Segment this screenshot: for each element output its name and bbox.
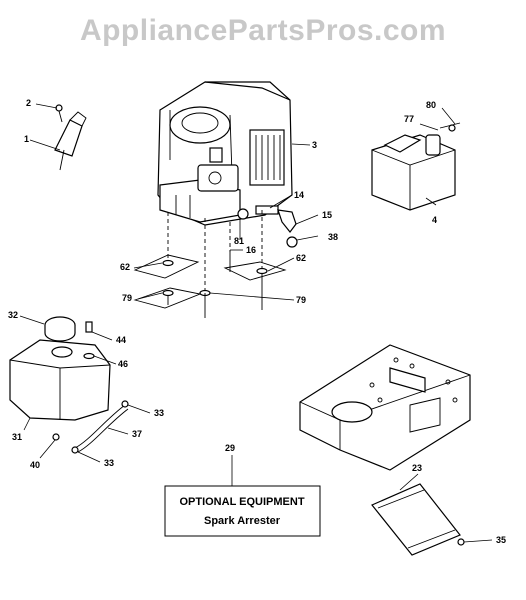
callout-23: 23 (412, 463, 422, 473)
callout-14: 14 (294, 190, 304, 200)
callout-40: 40 (30, 460, 40, 470)
callout-62-left: 62 (120, 262, 130, 272)
callout-44: 44 (116, 335, 126, 345)
callout-labels: 2 1 3 80 77 4 14 15 38 81 16 62 62 79 79… (8, 98, 506, 545)
callout-32: 32 (8, 310, 18, 320)
callout-79-right: 79 (296, 295, 306, 305)
callout-35: 35 (496, 535, 506, 545)
fuel-tank-part[interactable] (9, 316, 111, 441)
optional-equipment-title: OPTIONAL EQUIPMENT (179, 496, 304, 508)
callout-38: 38 (328, 232, 338, 242)
site-watermark: AppliancePartsPros.com (79, 14, 447, 47)
muffler-part[interactable] (371, 122, 461, 211)
callout-15: 15 (322, 210, 332, 220)
callout-37: 37 (132, 429, 142, 439)
callout-77: 77 (404, 114, 414, 124)
callout-79-left: 79 (122, 293, 132, 303)
callout-33-upper: 33 (154, 408, 164, 418)
callout-62-right: 62 (296, 253, 306, 263)
callout-3: 3 (312, 140, 317, 150)
callout-4: 4 (432, 215, 437, 225)
callout-16: 16 (246, 245, 256, 255)
leader-lines (19, 103, 493, 543)
mounting-hardware-part[interactable] (133, 210, 287, 318)
engine-part[interactable] (157, 81, 293, 226)
spark-arrester-plate-part[interactable] (371, 483, 465, 556)
fuel-line-part[interactable] (71, 321, 129, 454)
callout-80: 80 (426, 100, 436, 110)
throttle-control-part[interactable] (54, 104, 87, 171)
callout-1: 1 (24, 134, 29, 144)
callout-2: 2 (26, 98, 31, 108)
fuel-fittings-part[interactable] (237, 205, 298, 248)
chassis-frame-part[interactable] (299, 344, 471, 471)
callout-29: 29 (225, 443, 235, 453)
spark-arrester-label: Spark Arrester (204, 515, 281, 527)
callout-33-lower: 33 (104, 458, 114, 468)
callout-31: 31 (12, 432, 22, 442)
callout-81: 81 (234, 236, 244, 246)
optional-equipment-box: OPTIONAL EQUIPMENT Spark Arrester (164, 485, 321, 537)
callout-46: 46 (118, 359, 128, 369)
